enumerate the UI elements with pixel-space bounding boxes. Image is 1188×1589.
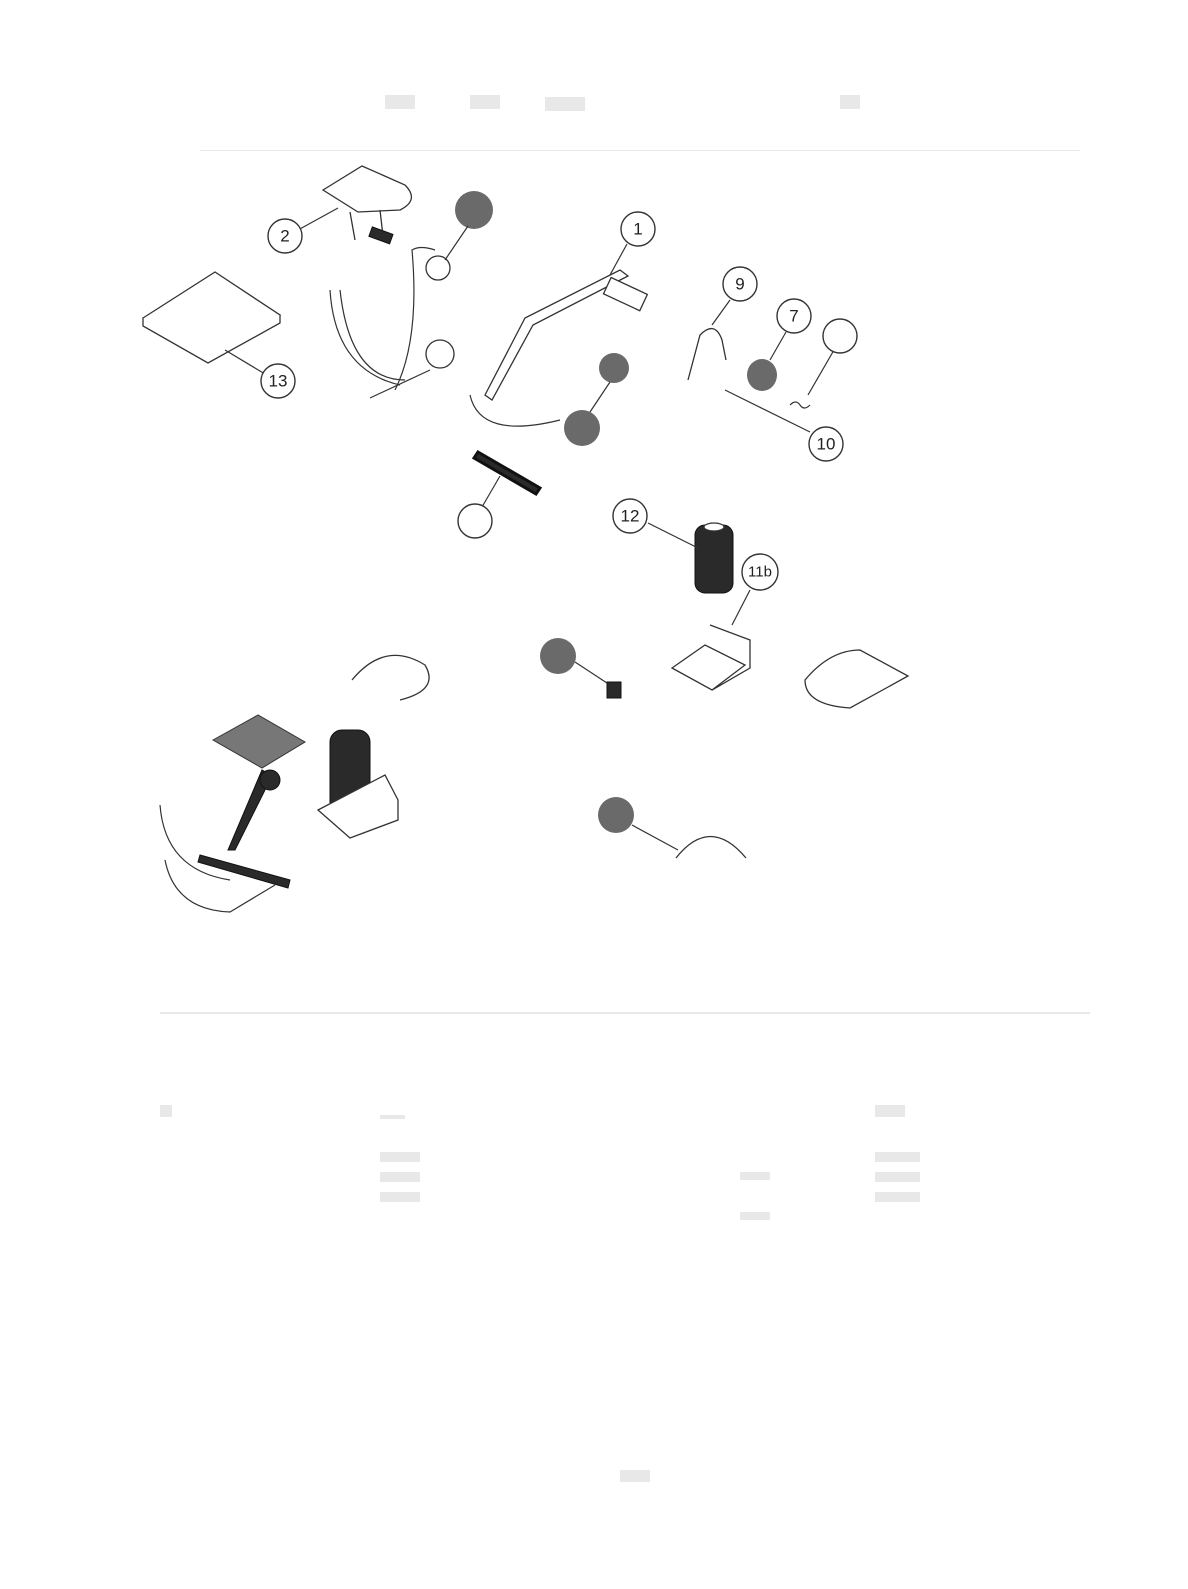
faded-header bbox=[200, 95, 1080, 151]
hidden-callout-ball bbox=[455, 191, 493, 229]
svg-text:2: 2 bbox=[280, 227, 289, 246]
callout-blank-1 bbox=[822, 318, 858, 354]
part-2-bracket bbox=[321, 165, 412, 245]
svg-text:7: 7 bbox=[789, 307, 798, 326]
callout-11b: 11b bbox=[741, 553, 779, 591]
callout-blank-2 bbox=[457, 503, 493, 539]
svg-text:11b: 11b bbox=[748, 564, 772, 581]
callout-10: 10 bbox=[808, 426, 844, 462]
callout-2: 2 bbox=[267, 218, 303, 254]
svg-text:13: 13 bbox=[269, 372, 288, 391]
callout-12: 12 bbox=[612, 498, 648, 534]
part-12-spring bbox=[694, 522, 734, 594]
part-1-lever bbox=[469, 269, 649, 427]
part-13-plate bbox=[141, 271, 282, 364]
callout-7: 7 bbox=[776, 298, 812, 334]
svg-text:10: 10 bbox=[817, 435, 836, 454]
svg-text:1: 1 bbox=[633, 220, 642, 239]
svg-text:9: 9 bbox=[735, 275, 744, 294]
svg-text:12: 12 bbox=[621, 507, 640, 526]
faded-parts-table bbox=[160, 1012, 1090, 1482]
assembled-view bbox=[159, 654, 430, 913]
callout-9: 9 bbox=[722, 266, 758, 302]
callout-1: 1 bbox=[620, 211, 656, 247]
callout-13: 13 bbox=[260, 363, 296, 399]
